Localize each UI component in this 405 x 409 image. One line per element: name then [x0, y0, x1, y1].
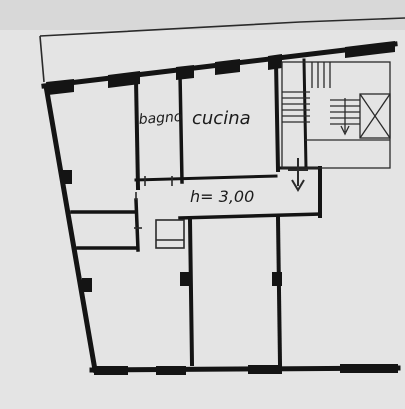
kitchen-label: cucina — [192, 108, 251, 129]
kitchen-right-wall — [273, 59, 281, 173]
paper-shadow — [0, 0, 405, 30]
ceiling-height-label: h= 3,00 — [190, 187, 254, 206]
bathroom-label: bagno — [138, 109, 183, 128]
corridor-left-wall — [134, 198, 140, 252]
left-wall — [43, 83, 98, 373]
entrance-arrow-icon — [288, 158, 308, 192]
bathroom-left-wall — [133, 77, 141, 191]
bathroom-kitchen-wall — [178, 72, 184, 184]
corridor-bottom-wall — [178, 212, 322, 220]
stair-wall — [302, 58, 308, 170]
staircase — [281, 61, 391, 169]
frame-lines — [39, 17, 405, 83]
interior-walls — [70, 58, 322, 367]
right-wall-middle — [275, 215, 283, 367]
door-details — [134, 176, 185, 249]
corridor-top-wall — [134, 174, 278, 182]
middle-wall-lower — [187, 217, 195, 367]
